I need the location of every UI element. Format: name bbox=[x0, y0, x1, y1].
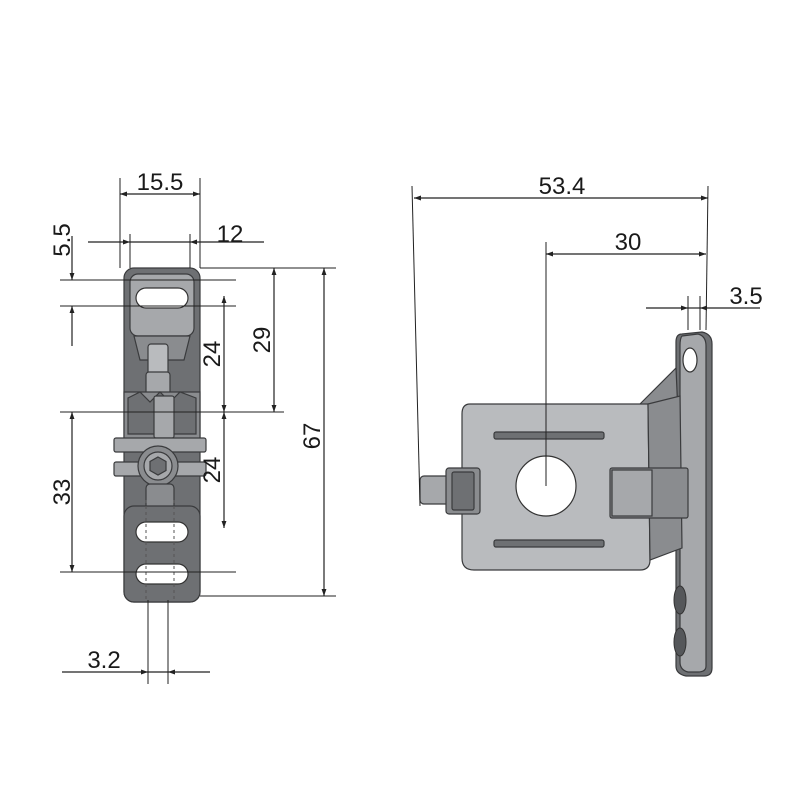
dim-width-inner: 12 bbox=[217, 221, 244, 248]
dim-total-height: 67 bbox=[299, 423, 326, 450]
dim-overall-length: 53.4 bbox=[539, 173, 586, 200]
front-top-slot bbox=[135, 287, 189, 309]
dim-upper-height: 29 bbox=[249, 327, 276, 354]
side-bracket-plate bbox=[419, 395, 689, 571]
side-view: 53.4 30 3.5 bbox=[411, 173, 763, 677]
side-mounting-plate bbox=[673, 331, 713, 677]
dim-slot-offset: 5.5 bbox=[49, 223, 76, 256]
front-bracket-body bbox=[113, 267, 207, 603]
front-view: 15.5 12 5.5 24 29 67 24 33 3.2 bbox=[49, 169, 336, 684]
dim-plate-thickness: 3.5 bbox=[729, 283, 762, 310]
dim-lower-height: 33 bbox=[49, 479, 76, 506]
front-bottom-slot bbox=[135, 563, 189, 585]
dim-slot-width: 3.2 bbox=[87, 647, 120, 674]
dim-hole-to-plate: 30 bbox=[615, 229, 642, 256]
hex-screw-icon bbox=[137, 445, 179, 487]
front-middle-slot bbox=[135, 521, 189, 543]
dim-upper-spacing: 24 bbox=[199, 341, 226, 368]
dim-width-overall: 15.5 bbox=[137, 169, 184, 196]
dim-lower-spacing: 24 bbox=[199, 457, 226, 484]
